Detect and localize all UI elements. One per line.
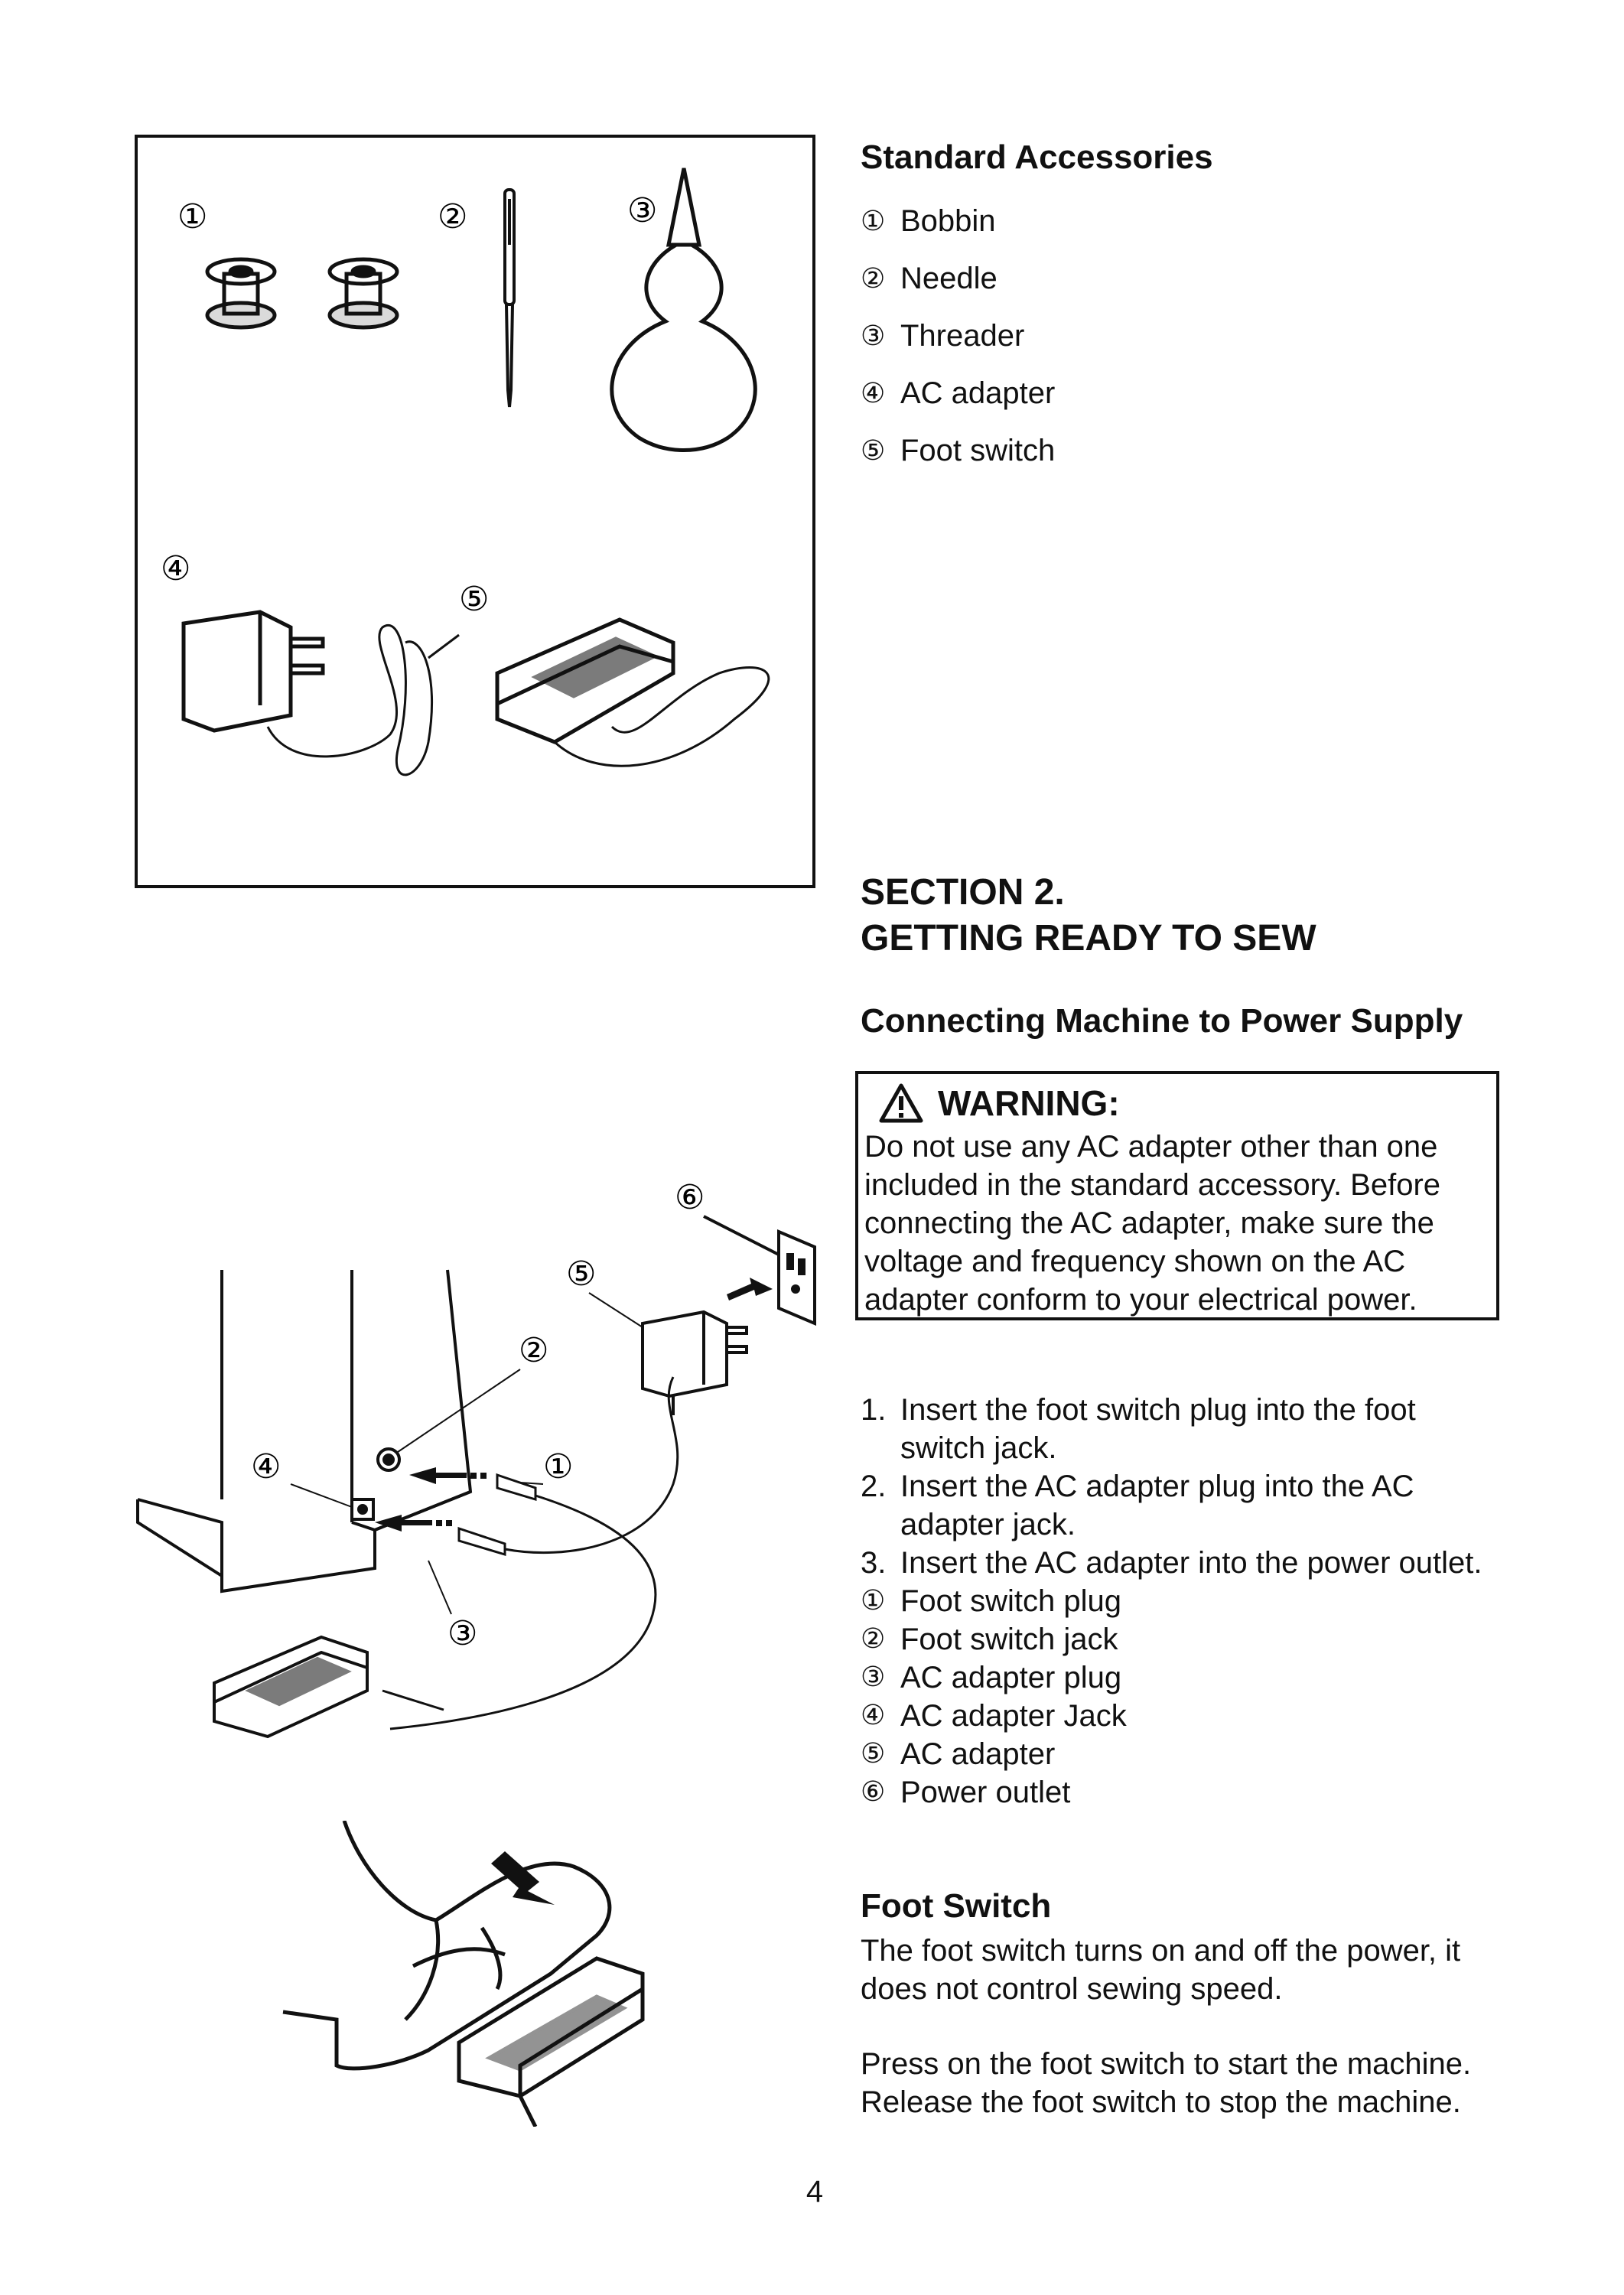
list-item: 2. Insert the AC adapter plug into the A… bbox=[861, 1470, 1414, 1541]
needle-icon bbox=[503, 188, 516, 408]
fig-label-5: ⑤ bbox=[459, 580, 489, 619]
section-number: SECTION 2. bbox=[861, 872, 1065, 913]
diagram-label-4: ④ bbox=[251, 1447, 281, 1486]
bobbin-icon bbox=[327, 257, 399, 330]
accessories-figure: ① ② ③ ④ ⑤ bbox=[135, 135, 815, 888]
list-item: ② Foot switch jack bbox=[861, 1623, 1118, 1656]
list-item: ⑤ Foot switch bbox=[861, 434, 1056, 467]
insert-arrow-icon bbox=[375, 1467, 487, 1532]
list-item: ③ Threader bbox=[861, 319, 1025, 353]
list-item: ⑥ Power outlet bbox=[861, 1776, 1071, 1809]
foot-switch-icon bbox=[457, 1956, 645, 2127]
foot-switch-para-2: Press on the foot switch to start the ma… bbox=[861, 2047, 1472, 2119]
machine-body-icon bbox=[136, 1269, 473, 1593]
foot-switch-icon bbox=[213, 1635, 369, 1739]
foot-switch-title: Foot Switch bbox=[861, 1887, 1052, 1925]
warning-heading: WARNING: bbox=[938, 1083, 1120, 1123]
fig-label-2: ② bbox=[438, 197, 467, 236]
accessories-illustration: ① ② ③ ④ ⑤ bbox=[161, 168, 770, 776]
warning-icon bbox=[879, 1083, 923, 1123]
page-number: 4 bbox=[805, 2175, 824, 2209]
section-title: GETTING READY TO SEW bbox=[861, 918, 1316, 959]
diagram-label-1: ① bbox=[543, 1447, 573, 1486]
leader-lines bbox=[290, 1292, 643, 1615]
diagram-label-5: ⑤ bbox=[566, 1255, 596, 1294]
press-arrow-icon bbox=[491, 1851, 555, 1905]
diagram-label-3: ③ bbox=[447, 1614, 477, 1653]
list-item: ④ AC adapter bbox=[861, 376, 1056, 410]
accessories-list: ① Bobbin ② Needle ③ Threader ④ AC adapte… bbox=[861, 193, 1549, 480]
warning-box: WARNING: Do not use any AC adapter other… bbox=[855, 1071, 1499, 1320]
diagram-label-6: ⑥ bbox=[675, 1178, 705, 1217]
warning-text: Do not use any AC adapter other than one… bbox=[864, 1130, 1441, 1317]
list-item: ② Needle bbox=[861, 262, 998, 295]
threader-icon bbox=[610, 168, 757, 452]
list-item: ① Foot switch plug bbox=[861, 1584, 1122, 1618]
accessories-title: Standard Accessories bbox=[861, 138, 1213, 176]
insert-arrow-icon bbox=[727, 1278, 773, 1300]
connection-diagram: ⑥ ⑤ ② ④ ① ③ bbox=[136, 1178, 816, 1739]
diagram-label-2: ② bbox=[519, 1331, 548, 1370]
list-item: ① Bobbin bbox=[861, 204, 996, 238]
list-item: 3. Insert the AC adapter into the power … bbox=[861, 1546, 1482, 1580]
foot-switch-para-1: The foot switch turns on and off the pow… bbox=[861, 1934, 1461, 2006]
list-item: ③ AC adapter plug bbox=[861, 1661, 1122, 1694]
fig-label-3: ③ bbox=[627, 191, 657, 230]
foot-icon bbox=[282, 1821, 612, 2071]
section-heading: SECTION 2. GETTING READY TO SEW bbox=[861, 870, 1316, 962]
foot-pressing-illustration bbox=[282, 1821, 645, 2127]
parts-legend: ① Foot switch plug ② Foot switch jack ③ … bbox=[861, 1582, 1488, 1812]
ac-adapter-icon bbox=[641, 1310, 748, 1415]
plug-cord-icon bbox=[382, 1376, 679, 1730]
power-title: Connecting Machine to Power Supply bbox=[861, 1002, 1463, 1040]
warning-header: WARNING: bbox=[878, 1079, 1492, 1128]
bobbin-icon bbox=[205, 257, 277, 330]
list-item: ⑤ AC adapter bbox=[861, 1737, 1056, 1771]
steps-list: 1. Insert the foot switch plug into the … bbox=[861, 1391, 1488, 1812]
ac-adapter-icon bbox=[181, 610, 460, 776]
fig-label-4: ④ bbox=[161, 549, 190, 588]
list-item: 1. Insert the foot switch plug into the … bbox=[861, 1393, 1416, 1465]
list-item: ④ AC adapter Jack bbox=[861, 1699, 1127, 1733]
power-outlet-icon bbox=[703, 1215, 816, 1327]
foot-switch-icon bbox=[495, 617, 770, 767]
fig-label-1: ① bbox=[177, 197, 207, 236]
